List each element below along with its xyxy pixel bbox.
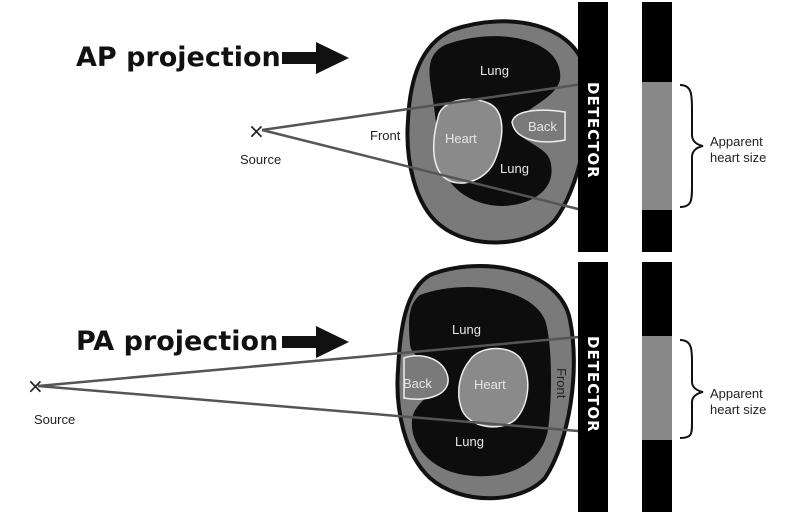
ap-heart-label: Heart <box>445 131 477 146</box>
pa-apparent-line1: Apparent <box>710 386 763 401</box>
pa-ray-lower <box>37 384 591 434</box>
pa-apparent-line2: heart size <box>710 402 766 417</box>
ap-source-label: Source <box>240 152 281 167</box>
ap-lung-upper-label: Lung <box>480 63 509 78</box>
pa-detector <box>578 262 608 512</box>
pa-title: PA projection <box>76 326 278 357</box>
ap-title: AP projection <box>76 42 281 73</box>
ap-brace-icon <box>679 84 704 208</box>
pa-lung-lower-label: Lung <box>455 434 484 449</box>
pa-lung-upper-label: Lung <box>452 322 481 337</box>
pa-film-bottom <box>642 440 672 512</box>
ap-back-region <box>511 109 566 143</box>
pa-brace-icon <box>679 339 704 439</box>
pa-film-heart-shadow <box>642 336 672 440</box>
ap-apparent-line1: Apparent <box>710 134 763 149</box>
pa-detector-label: DETECTOR <box>584 336 602 433</box>
ap-panel: AP projection Lung Heart Back Lung Front… <box>76 2 766 252</box>
ap-detector <box>578 2 608 252</box>
ap-film-heart-shadow <box>642 82 672 210</box>
ap-ray-upper <box>261 81 591 132</box>
ap-source-icon: × <box>248 119 265 143</box>
pa-back-label: Back <box>403 376 432 391</box>
pa-back-region <box>403 355 449 400</box>
ap-lung-lower-label: Lung <box>500 161 529 176</box>
ap-arrow-icon <box>282 42 349 74</box>
ap-front-label: Front <box>370 128 401 143</box>
pa-film-top <box>642 262 672 336</box>
ap-detector-label: DETECTOR <box>584 82 602 179</box>
pa-panel: PA projection Lung Back Heart Lung Front… <box>27 262 766 512</box>
pa-arrow-icon <box>282 326 349 358</box>
pa-source-label: Source <box>34 412 75 427</box>
ap-apparent-line2: heart size <box>710 150 766 165</box>
ap-back-label: Back <box>528 119 557 134</box>
pa-heart <box>458 347 529 428</box>
pa-heart-label: Heart <box>474 377 506 392</box>
pa-front-label: Front <box>554 368 569 399</box>
ap-film-top <box>642 2 672 82</box>
pa-ray-upper <box>37 334 591 388</box>
pa-source-icon: × <box>27 374 44 398</box>
ap-ray-lower <box>261 128 591 214</box>
ap-film-bottom <box>642 210 672 252</box>
